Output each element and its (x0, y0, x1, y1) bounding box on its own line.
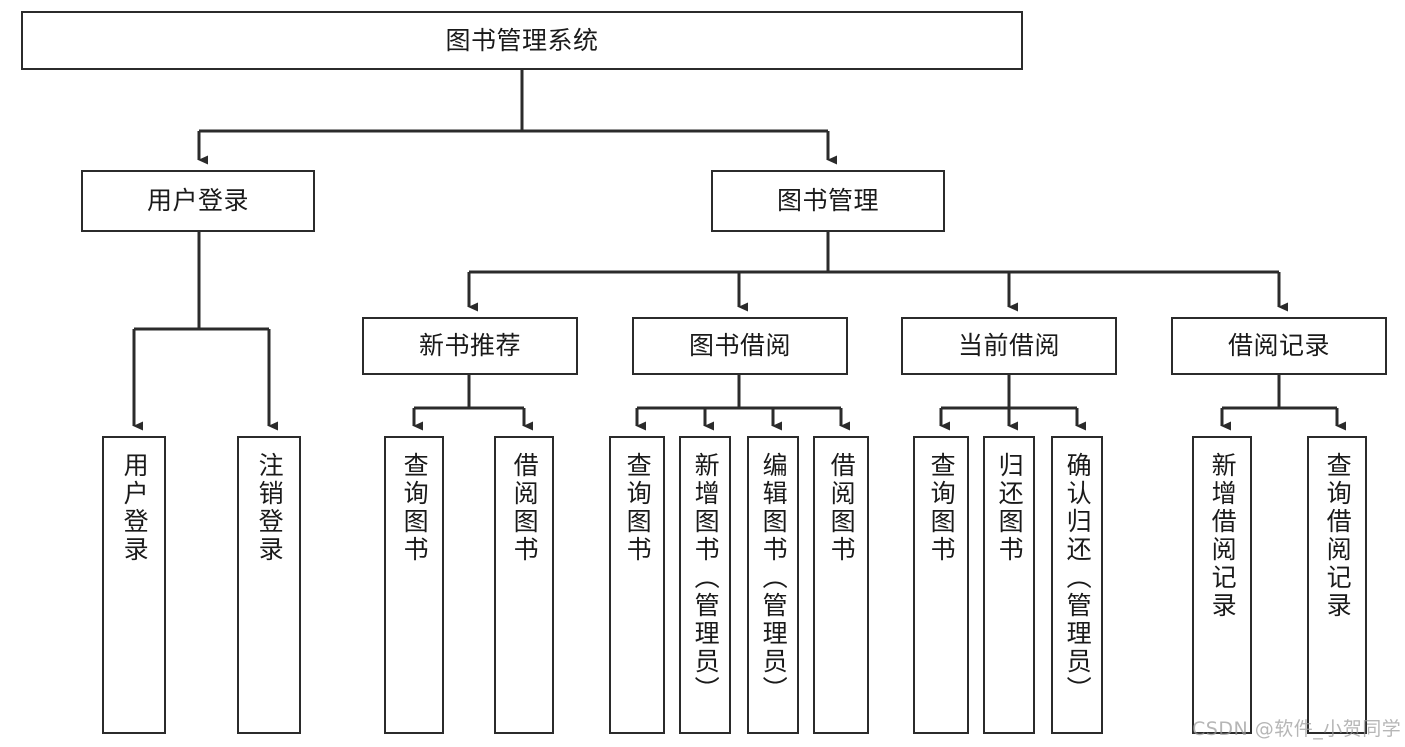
leaf-user-login[interactable]: 用户登录 (102, 436, 166, 734)
node-book-borrow[interactable]: 图书借阅 (632, 317, 848, 375)
node-label: 借阅图书 (510, 452, 540, 564)
leaf-cb-query-book[interactable]: 查询图书 (913, 436, 969, 734)
node-label: 查询图书 (623, 452, 653, 564)
leaf-br-add-record[interactable]: 新增借阅记录 (1192, 436, 1252, 734)
node-label: 用户登录 (146, 186, 249, 215)
leaf-cb-confirm-return-admin[interactable]: 确认归还（管理员） (1051, 436, 1103, 734)
node-label: 注销登录 (255, 452, 285, 564)
node-label: 新书推荐 (418, 331, 521, 360)
leaf-nb-borrow-book[interactable]: 借阅图书 (494, 436, 554, 734)
node-label: 编辑图书（管理员） (759, 452, 789, 704)
leaf-bb-edit-book-admin[interactable]: 编辑图书（管理员） (747, 436, 799, 734)
node-label: 查询借阅记录 (1323, 452, 1353, 620)
leaf-nb-query-book[interactable]: 查询图书 (384, 436, 444, 734)
leaf-bb-borrow-book[interactable]: 借阅图书 (813, 436, 869, 734)
leaf-cb-return-book[interactable]: 归还图书 (983, 436, 1035, 734)
node-label: 图书借阅 (688, 331, 791, 360)
node-label: 归还图书 (995, 452, 1025, 564)
leaf-logout[interactable]: 注销登录 (237, 436, 301, 734)
node-user-login[interactable]: 用户登录 (81, 170, 315, 232)
leaf-bb-query-book[interactable]: 查询图书 (609, 436, 665, 734)
node-label: 用户登录 (120, 452, 150, 564)
node-label: 查询图书 (927, 452, 957, 564)
node-current-borrow[interactable]: 当前借阅 (901, 317, 1117, 375)
node-borrow-record[interactable]: 借阅记录 (1171, 317, 1387, 375)
node-label: 借阅图书 (827, 452, 857, 564)
node-new-book-recommend[interactable]: 新书推荐 (362, 317, 578, 375)
leaf-bb-add-book-admin[interactable]: 新增图书（管理员） (679, 436, 731, 734)
leaf-br-query-record[interactable]: 查询借阅记录 (1307, 436, 1367, 734)
node-label: 图书管理系统 (445, 25, 599, 55)
node-book-management[interactable]: 图书管理 (711, 170, 945, 232)
node-label: 借阅记录 (1227, 331, 1330, 360)
node-label: 确认归还（管理员） (1063, 452, 1093, 704)
node-label: 新增借阅记录 (1208, 452, 1238, 620)
node-label: 新增图书（管理员） (691, 452, 721, 704)
node-root-book-management-system[interactable]: 图书管理系统 (21, 11, 1023, 70)
node-label: 当前借阅 (957, 331, 1060, 360)
node-label: 图书管理 (776, 186, 879, 215)
node-label: 查询图书 (400, 452, 430, 564)
